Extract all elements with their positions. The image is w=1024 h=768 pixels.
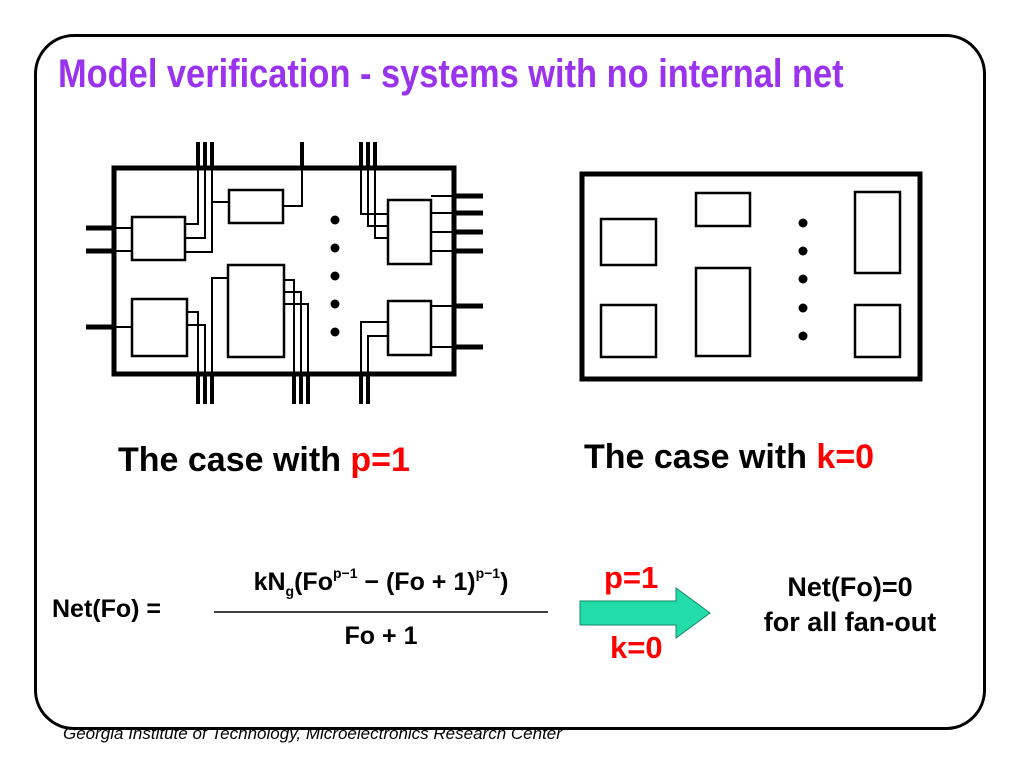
block-right-bottom bbox=[386, 299, 433, 357]
chip-outline-left bbox=[111, 165, 457, 377]
result-text: Net(Fo)=0 for all fan-out bbox=[740, 572, 960, 638]
caption-p1: The case with p=1 bbox=[118, 441, 410, 480]
caption-k0: The case with k=0 bbox=[584, 438, 874, 477]
external-pins-right bbox=[454, 193, 483, 350]
result-line-2: for all fan-out bbox=[763, 607, 937, 637]
numerator-close: ) bbox=[500, 568, 509, 596]
equation-denominator: Fo + 1 bbox=[344, 622, 418, 650]
block-k0-center-tall bbox=[694, 266, 752, 358]
block-left-bottom bbox=[130, 297, 189, 358]
numerator-fo: (Fo bbox=[294, 568, 333, 596]
external-pins-left bbox=[86, 225, 114, 330]
block-center-tall bbox=[226, 263, 286, 359]
equation-numerator: kNg(Fop−1 − (Fo + 1)p−1) bbox=[214, 565, 548, 599]
block-left-top bbox=[130, 215, 187, 262]
numerator-middle: − (Fo + 1) bbox=[357, 568, 476, 596]
continuation-dots-right bbox=[798, 218, 808, 341]
chip-diagram-k0 bbox=[579, 171, 923, 382]
slide-footer: Georgia Institute of Technology, Microel… bbox=[63, 724, 562, 743]
numerator-exponent-1: p−1 bbox=[332, 565, 358, 581]
equation-lhs: Net(Fo) = bbox=[52, 595, 162, 623]
slide-frame bbox=[34, 34, 986, 730]
block-k0-left-top bbox=[599, 217, 658, 267]
block-k0-top-small bbox=[694, 191, 752, 228]
block-right-top bbox=[386, 198, 433, 266]
arrow-label-k0: k=0 bbox=[610, 630, 663, 665]
transition-arrow bbox=[579, 587, 711, 639]
chip-diagram-p1 bbox=[86, 142, 483, 404]
block-k0-left-bottom bbox=[599, 303, 658, 359]
internal-wires bbox=[114, 168, 454, 374]
continuation-dots-left bbox=[330, 215, 340, 337]
numerator-subscript-g: g bbox=[285, 583, 295, 599]
numerator-kn: kN bbox=[253, 568, 286, 596]
block-k0-right-bottom bbox=[853, 303, 902, 359]
numerator-exponent-2: p−1 bbox=[475, 565, 501, 581]
caption-k0-prefix: The case with bbox=[584, 438, 817, 476]
result-line-1: Net(Fo)=0 bbox=[787, 572, 913, 602]
slide-title: Model verification - systems with no int… bbox=[58, 52, 844, 96]
external-pins-top bbox=[196, 142, 377, 168]
caption-k0-value: k=0 bbox=[816, 438, 875, 476]
caption-p1-value: p=1 bbox=[350, 441, 410, 479]
chip-outline-right bbox=[579, 171, 923, 382]
block-top-mid bbox=[227, 188, 285, 225]
arrow-label-p1: p=1 bbox=[604, 560, 659, 595]
block-k0-right-tall bbox=[853, 190, 902, 275]
caption-p1-prefix: The case with bbox=[118, 441, 351, 479]
external-pins-bottom bbox=[196, 374, 370, 404]
